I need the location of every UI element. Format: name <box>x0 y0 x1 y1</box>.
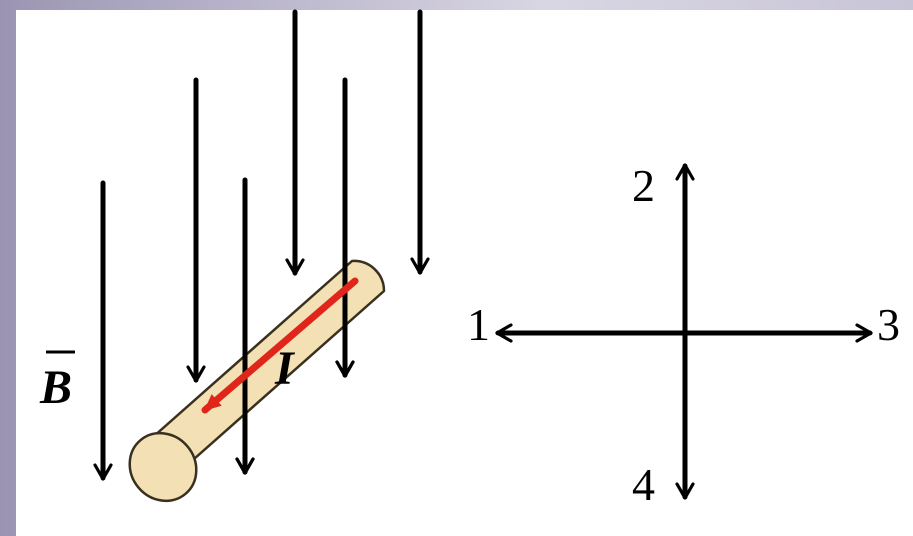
magnetic-field-lines <box>93 9 430 481</box>
field-label: B <box>39 350 75 414</box>
field-label-text: B <box>39 361 72 414</box>
direction-label-3: 3 <box>877 299 900 350</box>
current-arrow <box>201 277 359 414</box>
rod-body <box>134 259 386 484</box>
direction-label-2: 2 <box>632 160 655 211</box>
direction-label-1: 1 <box>467 299 490 350</box>
rod-end-cap <box>128 431 198 503</box>
current-label: I <box>274 342 296 395</box>
direction-label-4: 4 <box>632 459 655 510</box>
direction-cross <box>495 163 873 500</box>
conductor-rod <box>128 259 386 503</box>
